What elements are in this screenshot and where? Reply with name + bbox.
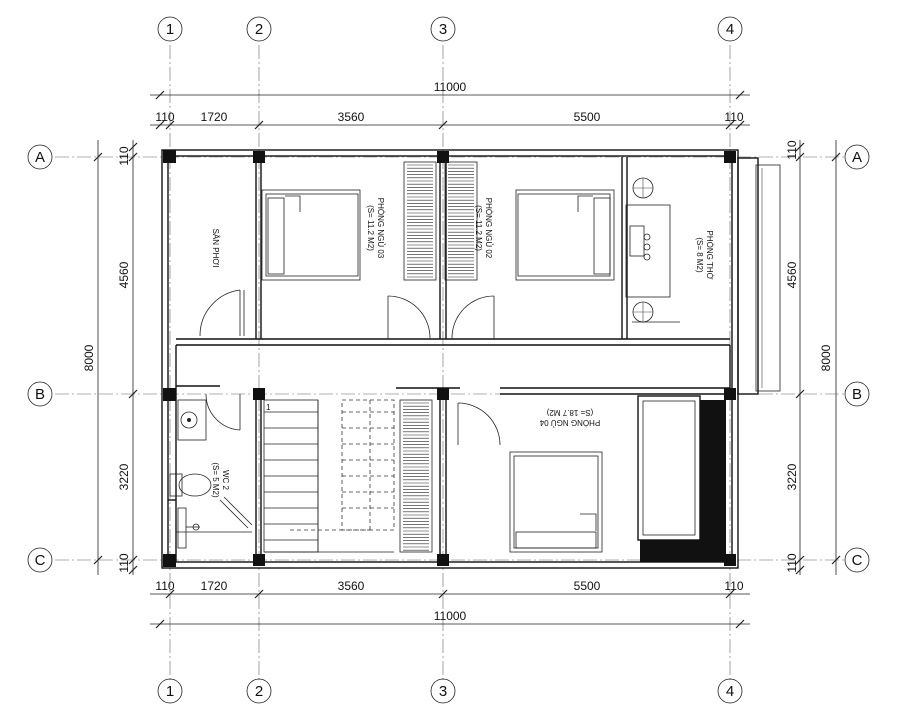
exterior-walls: [161, 149, 781, 569]
grid-bubble-left-b: B: [27, 381, 53, 407]
dim-bottom-total: 11000: [434, 609, 467, 623]
dimension-right: 110 4560 3220 110 8000: [785, 140, 841, 575]
svg-text:3: 3: [439, 21, 447, 38]
svg-text:A: A: [852, 149, 862, 166]
room-label-wc: WC 2 (S= 5 M2): [211, 462, 230, 498]
svg-text:WC 2: WC 2: [221, 470, 230, 491]
dim-right-seg-4: 110: [785, 553, 799, 572]
svg-text:SÂN PHƠI: SÂN PHƠI: [211, 229, 220, 268]
grid-bubble-left-a: A: [27, 144, 53, 170]
svg-text:(S= 8 M2): (S= 8 M2): [695, 237, 704, 273]
dim-top-seg-4: 5500: [574, 110, 601, 124]
svg-text:C: C: [852, 552, 863, 569]
bed-bedroom-04: [509, 451, 603, 553]
dim-top-total: 11000: [434, 80, 467, 94]
svg-text:4: 4: [726, 21, 734, 38]
room-label-balcony: SÂN PHƠI: [211, 229, 220, 268]
dim-left-total: 8000: [82, 344, 96, 371]
svg-text:A: A: [35, 149, 45, 166]
dim-bottom-seg-5: 110: [724, 579, 743, 593]
dim-left-seg-3: 3220: [117, 463, 131, 490]
svg-text:PHÒNG NGỦ 03: PHÒNG NGỦ 03: [376, 198, 385, 259]
grid-bubble-bottom-4: 4: [717, 678, 743, 704]
svg-text:(S= 11.2 M2): (S= 11.2 M2): [366, 205, 375, 251]
interior-walls: [168, 157, 731, 562]
svg-text:1: 1: [166, 683, 174, 700]
room-label-worship: PHÒNG THỜ (S= 8 M2): [695, 231, 714, 280]
svg-text:(S= 18.7 M2): (S= 18.7 M2): [546, 408, 593, 417]
room-label-bedroom-03: PHÒNG NGỦ 03 (S= 11.2 M2): [366, 198, 385, 259]
grid-bubble-top-2: 2: [246, 16, 272, 42]
svg-text:B: B: [852, 386, 862, 403]
dim-left-seg-1: 110: [117, 146, 131, 165]
wardrobe-hatching: [403, 164, 474, 551]
dim-top-seg-3: 3560: [338, 110, 365, 124]
dim-right-total: 8000: [819, 344, 833, 371]
grid-bubble-right-c: C: [844, 547, 870, 573]
dim-right-seg-1: 110: [785, 140, 799, 159]
dim-right-seg-3: 3220: [785, 463, 799, 490]
wardrobes: [399, 161, 478, 553]
altar: [625, 177, 671, 323]
svg-text:PHÒNG NGỦ 02: PHÒNG NGỦ 02: [484, 198, 493, 259]
dimension-top: 11000 110 1720 3560 5500 110: [150, 80, 750, 130]
svg-text:3: 3: [439, 683, 447, 700]
structural-columns: [163, 150, 736, 567]
grid-bubble-top-1: 1: [157, 16, 183, 42]
svg-text:2: 2: [255, 683, 263, 700]
svg-text:1: 1: [166, 21, 174, 38]
room-label-bedroom-02: PHÒNG NGỦ 02 (S= 11.2 M2): [474, 198, 493, 259]
dim-left-seg-4: 110: [117, 553, 131, 572]
room-label-bedroom-04: PHÒNG NGỦ 04 (S= 18.7 M2): [539, 408, 600, 427]
dim-right-seg-2: 4560: [785, 261, 799, 288]
grid-bubble-top-4: 4: [717, 16, 743, 42]
doors: [199, 289, 680, 446]
svg-text:PHÒNG NGỦ 04: PHÒNG NGỦ 04: [539, 418, 600, 427]
wc-fixtures: [169, 399, 253, 549]
staircase: 1: [263, 399, 395, 553]
dim-top-seg-2: 1720: [201, 110, 228, 124]
svg-text:4: 4: [726, 683, 734, 700]
dim-bottom-seg-2: 1720: [201, 579, 228, 593]
svg-text:C: C: [35, 552, 46, 569]
dim-bottom-seg-3: 3560: [338, 579, 365, 593]
svg-text:(S= 5 M2): (S= 5 M2): [211, 462, 220, 498]
grid-bubble-top-3: 3: [430, 16, 456, 42]
dim-top-seg-5: 110: [724, 110, 743, 124]
svg-text:2: 2: [255, 21, 263, 38]
grid-bubble-bottom-2: 2: [246, 678, 272, 704]
stair-start-label: 1: [266, 403, 271, 412]
dimension-left: 110 4560 3220 110 8000: [82, 140, 138, 575]
bed-bedroom-03: [261, 189, 361, 281]
dim-top-seg-1: 110: [155, 110, 174, 124]
dimension-bottom: 110 1720 3560 5500 110 11000: [150, 579, 750, 629]
bed-bedroom-02: [515, 189, 615, 281]
dim-left-seg-2: 4560: [117, 261, 131, 288]
dim-bottom-seg-1: 110: [155, 579, 174, 593]
grid-bubble-right-b: B: [844, 381, 870, 407]
grid-bubble-right-a: A: [844, 144, 870, 170]
svg-text:(S= 11.2 M2): (S= 11.2 M2): [474, 205, 483, 251]
grid-bubble-bottom-1: 1: [157, 678, 183, 704]
grid-bubble-left-c: C: [27, 547, 53, 573]
svg-text:PHÒNG THỜ: PHÒNG THỜ: [705, 231, 714, 280]
dim-bottom-seg-4: 5500: [574, 579, 601, 593]
svg-text:B: B: [35, 386, 45, 403]
grid-bubble-bottom-3: 3: [430, 678, 456, 704]
